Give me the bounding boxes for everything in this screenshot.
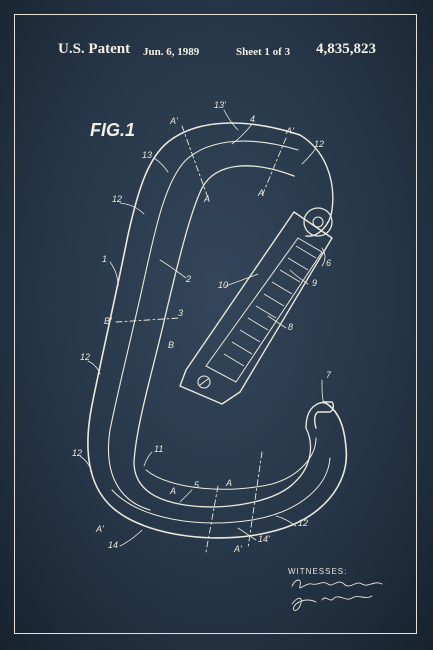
ref-label: 1 [102, 254, 107, 264]
ref-label: 8 [288, 322, 293, 332]
ref-label: 11 [154, 444, 163, 454]
section-line-a-top [181, 125, 209, 199]
gate-nose [299, 134, 335, 429]
ref-label: A' [95, 524, 104, 534]
ref-label: 9 [312, 278, 317, 288]
ref-label: 14' [258, 534, 270, 544]
ref-label: A' [285, 126, 294, 136]
section-line-a-bottom-right [247, 451, 263, 549]
carabiner-mid-contour [107, 140, 299, 511]
section-line-a-right [261, 137, 287, 197]
drawing-border [14, 14, 417, 634]
ref-label: 7 [326, 370, 332, 380]
patent-date: Jun. 6, 1989 [143, 46, 200, 58]
gate-rivet [197, 375, 211, 389]
ref-label: 12 [298, 518, 308, 528]
witness-signature-2 [291, 595, 373, 611]
ref-label: B [168, 340, 174, 350]
ref-label: 12 [72, 448, 82, 458]
ref-label: 14 [108, 540, 118, 550]
ref-label: 12 [80, 352, 90, 362]
ref-label: B' [104, 316, 112, 326]
patent-label: U.S. Patent [58, 41, 131, 57]
hinge-pin [312, 216, 324, 228]
carabiner-inner-outline [133, 165, 312, 508]
figure-title: FIG.1 [90, 120, 135, 140]
ref-label: 12 [112, 194, 122, 204]
section-line-b [115, 317, 181, 323]
carabiner-inner-contour [145, 437, 317, 490]
ref-label: A [257, 188, 264, 198]
ref-label: 4 [250, 114, 255, 124]
gate-hatching [223, 245, 317, 367]
leader-lines [79, 109, 326, 547]
ref-label: 13' [214, 100, 226, 110]
ref-label: 12 [314, 139, 324, 149]
ref-label: A' [233, 544, 242, 554]
sheet-number: Sheet 1 of 3 [236, 46, 291, 58]
ref-label: 2 [185, 274, 191, 284]
ref-label: A [169, 486, 176, 496]
ref-label: A [203, 194, 210, 204]
gate-body [179, 211, 333, 405]
witness-signature-1 [291, 579, 383, 589]
patent-number: 4,835,823 [316, 41, 376, 57]
ref-label: 5 [194, 480, 200, 490]
section-line-a-bottom [205, 485, 219, 553]
hinge-pivot [303, 207, 333, 237]
carabiner-outer-outline [87, 122, 348, 539]
ref-label: A' [169, 116, 178, 126]
gate-rivet-slot [199, 378, 209, 386]
witnesses-label: WITNESSES: [288, 567, 347, 576]
ref-label: 10 [218, 280, 228, 290]
ref-label: 3 [178, 308, 183, 318]
gate-spring-housing [205, 237, 323, 383]
ref-label: 13 [142, 150, 152, 160]
ref-label: A [225, 478, 232, 488]
carabiner-bottom-contour [111, 457, 331, 524]
ref-label: 6 [326, 258, 331, 268]
